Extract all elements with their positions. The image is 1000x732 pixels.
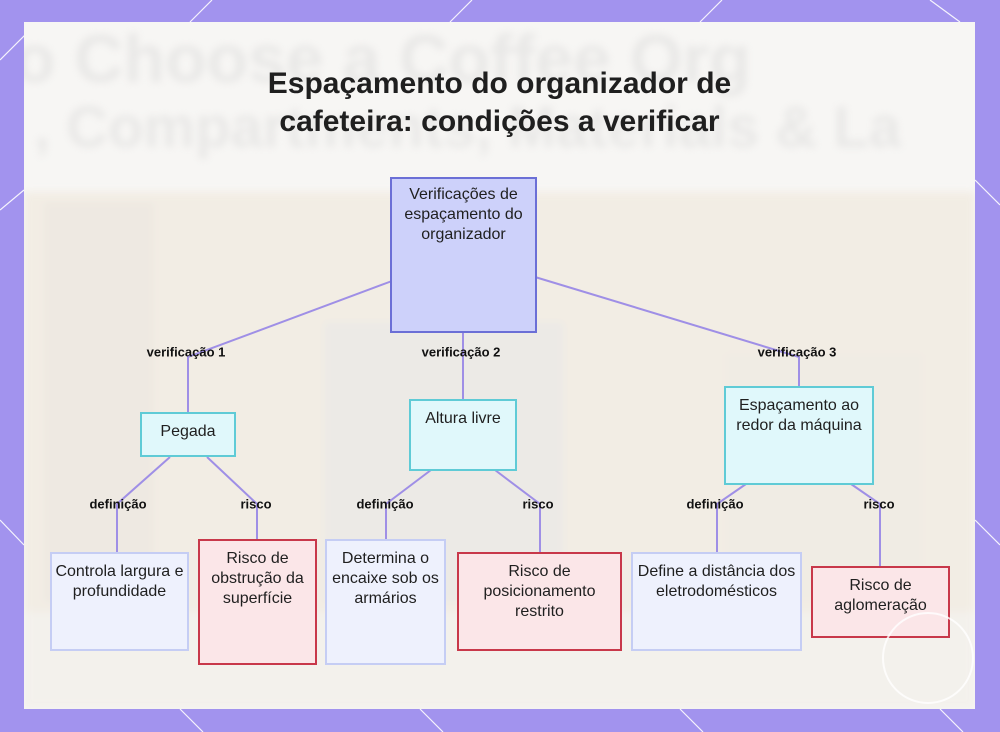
edge-label-definition-2: definição — [356, 496, 414, 512]
definition-node-3: Define a distância dos eletrodomésticos — [631, 552, 802, 651]
edge-root-check3 — [534, 276, 800, 387]
risk-node-2-label: Risco de posicionamento restrito — [483, 563, 596, 620]
definition-node-2-label: Determina o encaixe sob os armários — [332, 550, 439, 607]
root-node-label: Verificações de espaçamento do organizad… — [404, 186, 523, 243]
check-node-3-label: Espaçamento ao redor da máquina — [736, 397, 862, 434]
edge-check2-risk — [494, 469, 541, 553]
diagram-canvas: o Choose a Coffee Org , Compartments, Ma… — [24, 22, 975, 709]
diagram-edges — [116, 276, 881, 567]
edge-check3-risk — [850, 483, 881, 567]
diagram-title-line2: cafeteira: condições a verificar — [279, 105, 720, 138]
check-node-1: Pegada — [140, 412, 236, 457]
check-node-3: Espaçamento ao redor da máquina — [724, 386, 874, 485]
edge-label-check2: verificação 2 — [421, 344, 501, 360]
risk-node-3-label: Risco de aglomeração — [834, 577, 927, 614]
risk-node-1-label: Risco de obstrução da superfície — [211, 550, 304, 607]
background-text-line1: o Choose a Coffee Org — [24, 22, 751, 97]
edge-check3-definition — [716, 483, 747, 553]
edge-label-risk-3: risco — [863, 496, 895, 512]
risk-node-2: Risco de posicionamento restrito — [457, 552, 622, 651]
edge-label-check1: verificação 1 — [146, 344, 226, 360]
edge-root-check1 — [187, 280, 393, 414]
diagram-title-line1: Espaçamento do organizador de — [267, 67, 732, 100]
check-node-2: Altura livre — [409, 399, 517, 471]
edge-label-risk-2: risco — [522, 496, 554, 512]
edge-check1-risk — [206, 456, 258, 541]
risk-node-1: Risco de obstrução da superfície — [198, 539, 317, 665]
check-node-2-label: Altura livre — [425, 410, 501, 427]
edge-check1-definition — [116, 456, 171, 553]
definition-node-1-label: Controla largura e profundidade — [55, 563, 184, 600]
definition-node-3-label: Define a distância dos eletrodomésticos — [637, 563, 796, 600]
edge-check2-definition — [385, 469, 432, 542]
background-text-line2: , Compartments, Materials & La — [34, 95, 902, 160]
edge-label-definition-1: definição — [89, 496, 147, 512]
check-node-1-label: Pegada — [160, 423, 216, 440]
watermark-logo-icon — [882, 612, 974, 704]
edge-label-risk-1: risco — [240, 496, 272, 512]
definition-node-2: Determina o encaixe sob os armários — [325, 539, 446, 665]
edge-label-definition-3: definição — [686, 496, 744, 512]
root-node: Verificações de espaçamento do organizad… — [390, 177, 537, 333]
definition-node-1: Controla largura e profundidade — [50, 552, 189, 651]
edge-label-check3: verificação 3 — [757, 344, 837, 360]
